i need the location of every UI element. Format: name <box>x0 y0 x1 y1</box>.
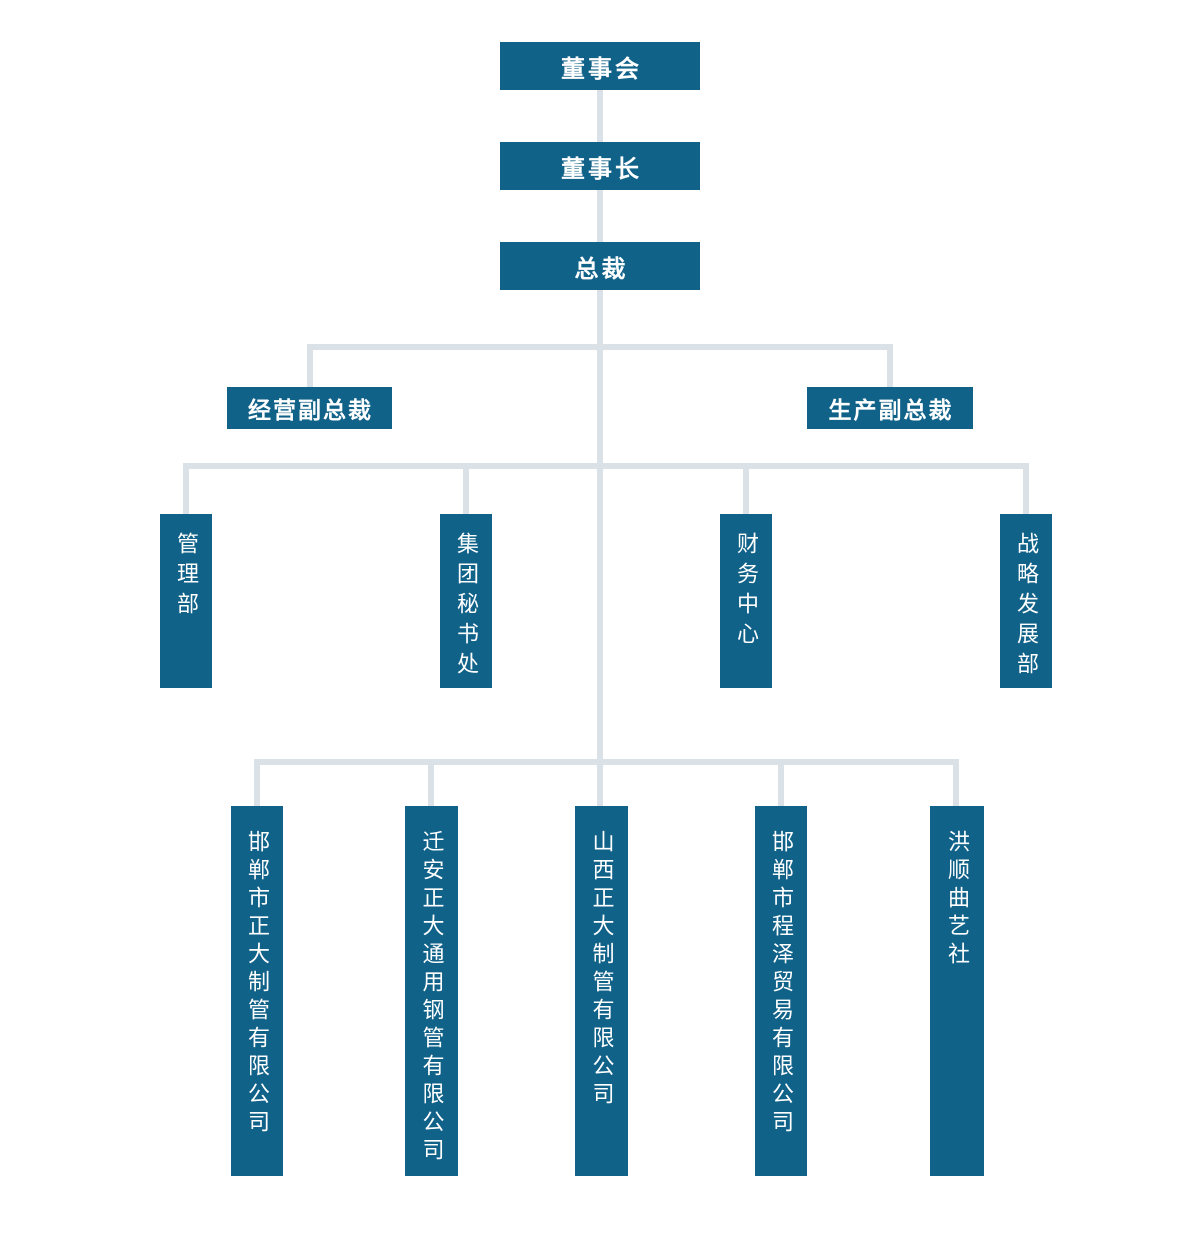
connector-drop-vp-operations <box>307 344 313 387</box>
connector-drop-dept-management <box>183 463 189 514</box>
org-node-board: 董事会 <box>500 42 700 90</box>
connector-board-chairman <box>597 90 603 142</box>
org-node-dept-finance-center: 财务中心 <box>720 514 772 688</box>
org-node-chairman-label: 董事长 <box>561 156 642 183</box>
connector-drop-sub-qianan <box>428 759 434 806</box>
org-node-dept-strategy-development: 战略发展部 <box>1000 514 1052 688</box>
connector-subsidiary-level-horizontal <box>254 759 959 765</box>
org-node-sub-qianan-zhengda-steel-pipe-label: 迁安正大通用钢管有限公司 <box>419 830 445 1166</box>
org-node-vp-operations: 经营副总裁 <box>227 387 392 429</box>
connector-drop-sub-chengze <box>778 759 784 806</box>
connector-drop-sub-hongshun <box>953 759 959 806</box>
connector-vp-level-horizontal <box>307 344 893 350</box>
org-node-sub-handan-chengze-trading: 邯郸市程泽贸易有限公司 <box>755 806 807 1176</box>
org-node-dept-management: 管理部 <box>160 514 212 688</box>
connector-chairman-president <box>597 190 603 242</box>
connector-drop-dept-secretariat <box>463 463 469 514</box>
org-node-board-label: 董事会 <box>561 56 642 83</box>
org-node-sub-handan-chengze-trading-label: 邯郸市程泽贸易有限公司 <box>769 830 794 1138</box>
connector-drop-dept-strategy <box>1023 463 1029 514</box>
org-node-sub-hongshun-quyi-club-label: 洪顺曲艺社 <box>945 830 970 970</box>
org-node-dept-group-secretariat: 集团秘书处 <box>440 514 492 688</box>
org-node-chairman: 董事长 <box>500 142 700 190</box>
connector-center-spine <box>597 290 603 806</box>
org-node-dept-group-secretariat-label: 集团秘书处 <box>454 532 479 682</box>
org-node-vp-production: 生产副总裁 <box>807 387 973 429</box>
org-node-vp-operations-label: 经营副总裁 <box>248 398 373 423</box>
org-node-sub-handan-zhengda-pipe: 邯郸市正大制管有限公司 <box>231 806 283 1176</box>
org-node-dept-strategy-development-label: 战略发展部 <box>1014 532 1039 682</box>
org-node-sub-shanxi-zhengda-pipe-label: 山西正大制管有限公司 <box>589 830 615 1110</box>
org-node-dept-management-label: 管理部 <box>174 532 199 622</box>
connector-dept-level-horizontal <box>183 463 1029 469</box>
connector-drop-sub-handan-zhengda <box>254 759 260 806</box>
connector-drop-vp-production <box>887 344 893 387</box>
org-node-president-label: 总裁 <box>574 256 629 283</box>
org-node-sub-handan-zhengda-pipe-label: 邯郸市正大制管有限公司 <box>245 830 270 1138</box>
connector-drop-dept-finance <box>743 463 749 514</box>
org-node-sub-qianan-zhengda-steel-pipe: 迁安正大通用钢管有限公司 <box>405 806 458 1176</box>
org-node-president: 总裁 <box>500 242 700 290</box>
org-node-dept-finance-center-label: 财务中心 <box>734 532 759 652</box>
org-node-sub-hongshun-quyi-club: 洪顺曲艺社 <box>930 806 984 1176</box>
org-node-sub-shanxi-zhengda-pipe: 山西正大制管有限公司 <box>575 806 628 1176</box>
org-node-vp-production-label: 生产副总裁 <box>828 398 954 423</box>
